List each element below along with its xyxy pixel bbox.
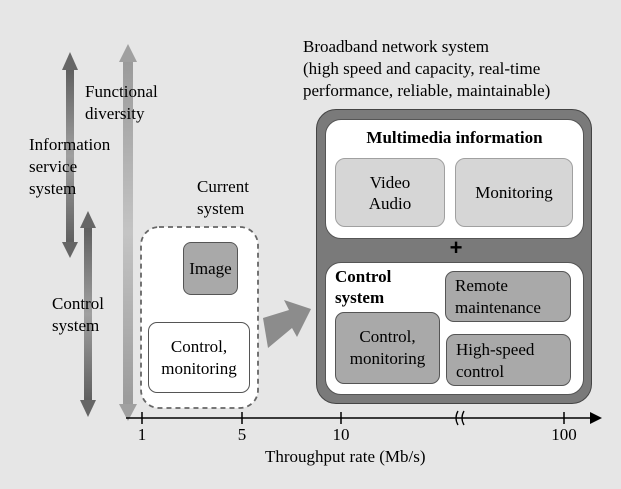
tick-label-1: 1 bbox=[137, 425, 147, 444]
information-service-label-2: service bbox=[29, 157, 78, 176]
functional-diversity-label-1: Functional bbox=[85, 82, 158, 101]
broadband-subtitle-1: (high speed and capacity, real-time bbox=[303, 59, 541, 78]
current-control-label-1: Control, bbox=[170, 336, 228, 356]
information-service-label-1: Information bbox=[29, 135, 111, 154]
current-image-box: Image bbox=[183, 242, 238, 295]
information-service-label-3: system bbox=[29, 179, 77, 198]
monitoring-box: Monitoring bbox=[455, 158, 573, 227]
current-system-label-2: system bbox=[197, 199, 245, 218]
audio-label: Audio bbox=[368, 193, 412, 213]
control-system-label-1: Control bbox=[52, 294, 104, 313]
tick-label-100: 100 bbox=[551, 425, 577, 444]
remote-label-1: Remote bbox=[455, 276, 508, 295]
functional-diversity-arrow bbox=[119, 44, 137, 421]
current-control-label-2: monitoring bbox=[161, 358, 237, 378]
remote-maintenance-box: Remote maintenance bbox=[445, 271, 571, 322]
broadband-title: Broadband network system bbox=[303, 37, 490, 56]
control-system-arrow bbox=[80, 211, 96, 417]
current-control-box: Control, monitoring bbox=[148, 322, 250, 393]
control-mon-label-1: Control, bbox=[359, 327, 416, 346]
control-system-label-2: system bbox=[52, 316, 100, 335]
monitoring-label: Monitoring bbox=[475, 182, 553, 202]
highspeed-label-2: control bbox=[456, 362, 505, 381]
information-service-arrow bbox=[62, 52, 78, 258]
remote-label-2: maintenance bbox=[455, 298, 541, 317]
tick-label-10: 10 bbox=[332, 425, 350, 444]
upgrade-arrow bbox=[263, 300, 311, 348]
functional-diversity-label-2: diversity bbox=[85, 104, 145, 123]
current-system-label-1: Current bbox=[197, 177, 249, 196]
highspeed-label-1: High-speed bbox=[456, 340, 535, 359]
current-image-label: Image bbox=[189, 258, 232, 278]
axis-label: Throughput rate (Mb/s) bbox=[265, 447, 426, 466]
control-monitoring-box: Control, monitoring bbox=[335, 312, 440, 384]
broadband-subtitle-2: performance, reliable, maintainable) bbox=[303, 81, 551, 100]
video-label: Video bbox=[369, 172, 411, 192]
control-mon-label-2: monitoring bbox=[349, 349, 426, 368]
plus-sign: + bbox=[449, 235, 463, 260]
throughput-axis bbox=[126, 410, 602, 426]
control-box-title-2: system bbox=[335, 288, 385, 307]
multimedia-title: Multimedia information bbox=[366, 128, 543, 147]
tick-label-5: 5 bbox=[237, 425, 247, 444]
control-box-title-1: Control bbox=[335, 267, 392, 286]
video-audio-box: Video Audio bbox=[335, 158, 445, 227]
high-speed-control-box: High-speed control bbox=[446, 334, 571, 386]
